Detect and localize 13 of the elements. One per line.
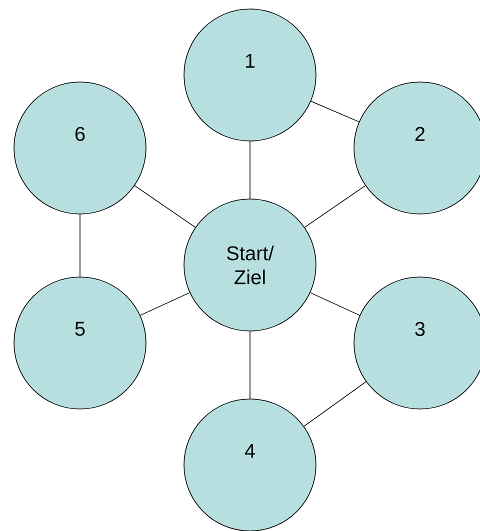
circle-node: 5 bbox=[14, 276, 146, 410]
connector-line bbox=[304, 185, 366, 228]
connector-line bbox=[134, 185, 196, 228]
connector-line bbox=[310, 292, 360, 316]
circle-node: 3 bbox=[354, 276, 480, 410]
circle-node: Start/ Ziel bbox=[184, 198, 316, 332]
circle-node: 4 bbox=[184, 398, 316, 531]
connector-line bbox=[310, 100, 360, 122]
connector-line bbox=[304, 381, 366, 427]
circle-node: 6 bbox=[14, 82, 146, 214]
connector-line bbox=[140, 292, 190, 316]
circle-node: 2 bbox=[354, 82, 480, 214]
circle-node: 1 bbox=[184, 8, 316, 142]
